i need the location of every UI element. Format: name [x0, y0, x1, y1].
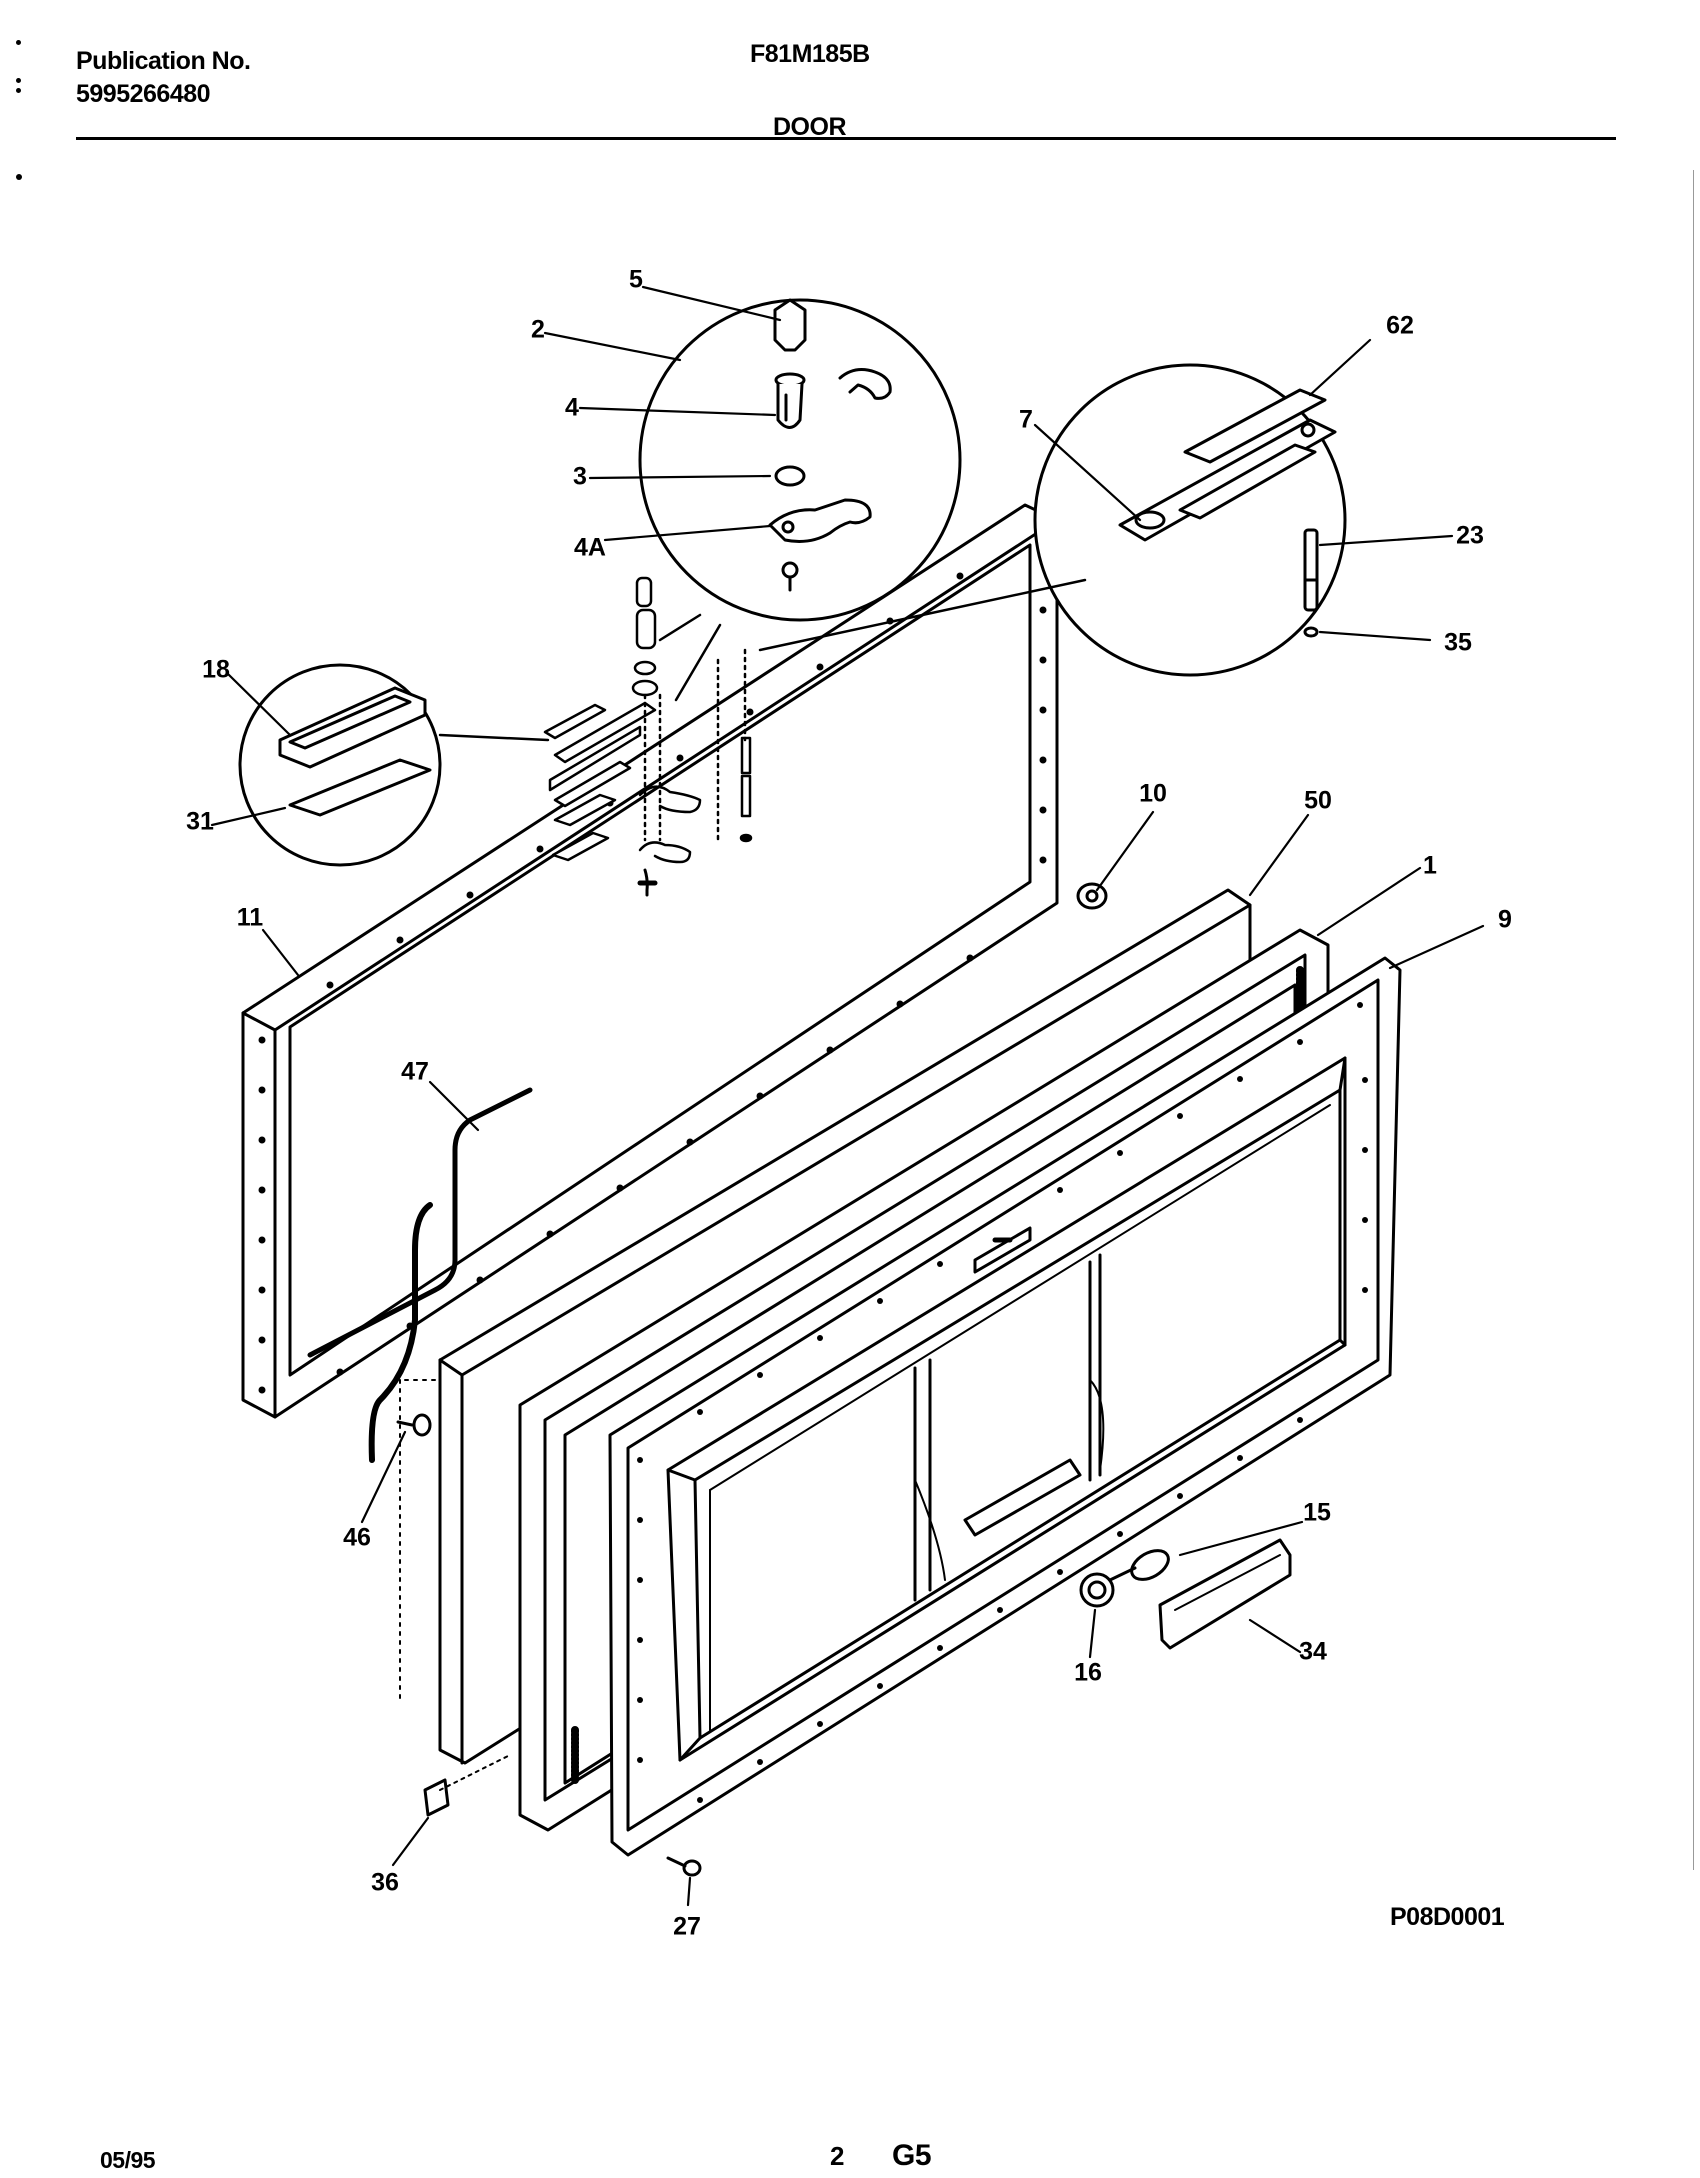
- callout-18: 18: [202, 655, 230, 684]
- date-code: 05/95: [100, 2147, 156, 2173]
- leader-lines: [210, 285, 1485, 1907]
- callout-34: 34: [1299, 1637, 1327, 1666]
- margin-mark: [16, 78, 21, 83]
- section-title: DOOR: [773, 113, 847, 141]
- hinge-block: [423, 1778, 450, 1817]
- callout-62: 62: [1386, 311, 1414, 340]
- callout-3: 3: [573, 462, 587, 491]
- callout-1: 1: [1423, 851, 1437, 880]
- callout-7: 7: [1019, 405, 1033, 434]
- control-knob: [1079, 1549, 1170, 1608]
- hinge-plate-detail: [758, 363, 1347, 677]
- callout-46: 46: [343, 1523, 371, 1552]
- publication-label: Publication No.: [76, 47, 251, 75]
- callout-35: 35: [1444, 628, 1472, 657]
- right-margin-line: [1693, 170, 1694, 1870]
- page-number: 2: [830, 2141, 844, 2171]
- model-number: F81M185B: [750, 40, 870, 68]
- handle-detail: [238, 663, 550, 867]
- control-cover: [1158, 1538, 1292, 1650]
- margin-mark: [16, 40, 21, 45]
- door-liner: [608, 956, 1402, 1857]
- callout-11: 11: [236, 903, 264, 932]
- header-rule: [76, 137, 1616, 140]
- publication-number: 5995266480: [76, 80, 211, 108]
- hinge-assembly: [543, 576, 753, 897]
- margin-mark: [16, 88, 21, 93]
- callout-36: 36: [371, 1868, 399, 1897]
- callout-50: 50: [1304, 786, 1332, 815]
- page-code: G5: [892, 2139, 932, 2172]
- grommet: [1076, 882, 1108, 910]
- callout-5: 5: [629, 265, 643, 294]
- margin-mark: [16, 174, 22, 180]
- callout-2: 2: [531, 315, 545, 344]
- callout-16: 16: [1074, 1658, 1102, 1687]
- callout-4: 4: [565, 393, 579, 422]
- callout-23: 23: [1456, 521, 1484, 550]
- callout-10: 10: [1139, 779, 1167, 808]
- callout-47: 47: [401, 1057, 429, 1086]
- inner-door-panel: [241, 503, 1059, 1419]
- figure-code: P08D0001: [1390, 1903, 1505, 1931]
- callout-15: 15: [1303, 1498, 1331, 1527]
- screw-46: [396, 1413, 432, 1437]
- screw-27: [666, 1856, 702, 1877]
- hinge-pin-detail: [638, 298, 962, 702]
- callout-31: 31: [186, 807, 214, 836]
- heater-wire-lead: [368, 1202, 433, 1463]
- callout-9: 9: [1498, 905, 1512, 934]
- callout-27: 27: [673, 1912, 701, 1941]
- callout-4a: 4A: [574, 533, 606, 562]
- heater-wire: [307, 1087, 533, 1358]
